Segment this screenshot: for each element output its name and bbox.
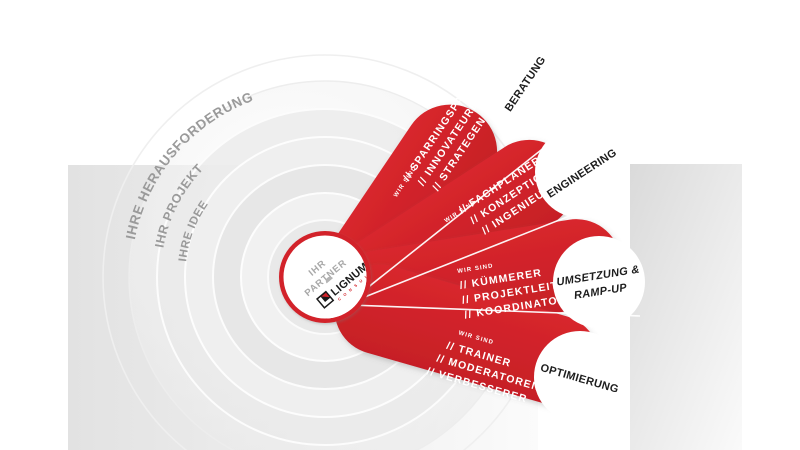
- blade-group: [321, 104, 641, 415]
- node-engineering[interactable]: ENGINEERING: [535, 126, 627, 218]
- blade-shape-optimierung: [334, 264, 600, 405]
- node-umsetzung[interactable]: UMSETZUNG & RAMP-UP: [553, 236, 645, 328]
- node-beratung[interactable]: BERATUNG: [478, 37, 570, 129]
- blade-kicker-umsetzung: WIR SIND: [457, 263, 494, 275]
- center-hub[interactable]: IHR PARTNER LIGNUM C O N S: [279, 231, 402, 330]
- logo-plate: [309, 246, 367, 319]
- lignum-mark: [315, 290, 335, 309]
- node-circles: BERATUNG ENGINEERING UMSETZUNG & RAMP-UP…: [478, 37, 645, 423]
- blade-optimierung[interactable]: [324, 254, 610, 415]
- background-band-right: [630, 164, 742, 450]
- node-optimierung[interactable]: OPTIMIERUNG: [534, 331, 626, 423]
